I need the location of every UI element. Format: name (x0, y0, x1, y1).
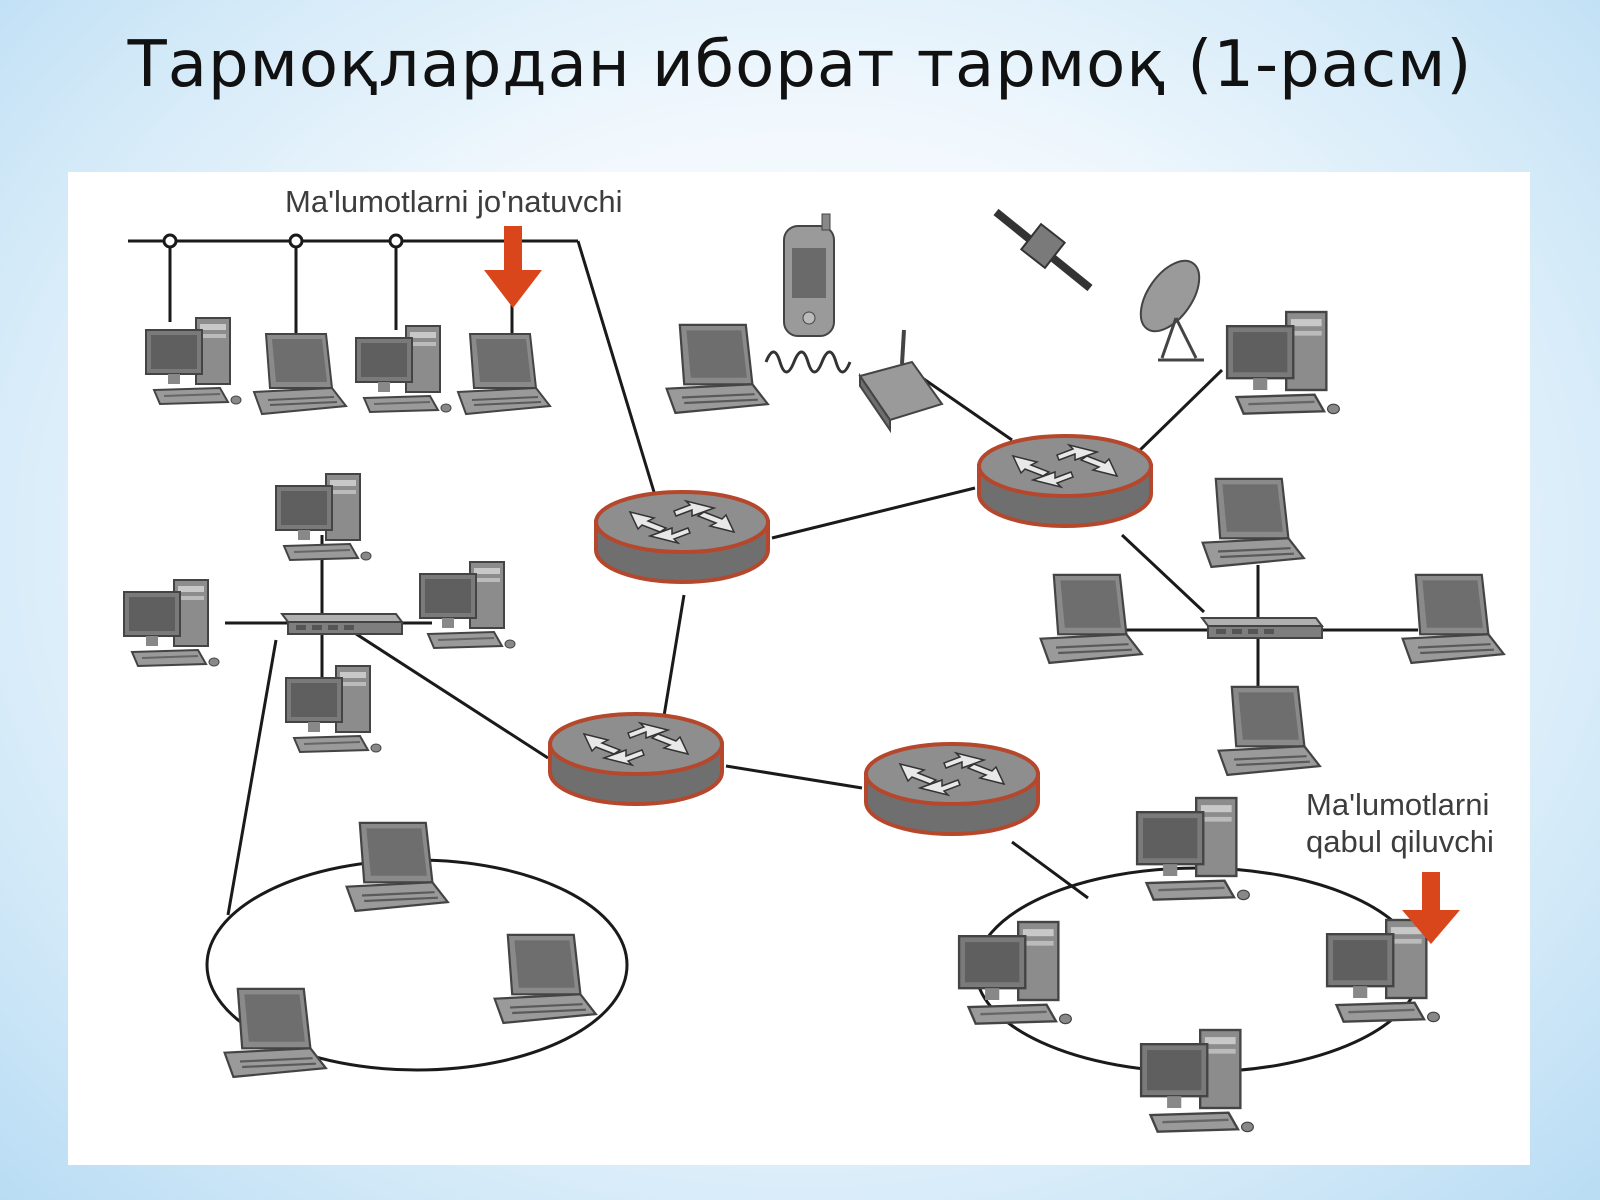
laptop-icon (253, 333, 347, 415)
connection-lines (128, 239, 1418, 916)
router-icon (594, 490, 770, 584)
desktop-icon (1135, 796, 1251, 901)
wireless-signal-icon (764, 350, 852, 374)
router-a-to-router-c (662, 594, 686, 717)
switch-left-to-ring-left (226, 639, 278, 916)
laptop-icon (1201, 477, 1305, 569)
router-a-to-router-b (771, 486, 976, 540)
router-d-to-ring-right (1011, 840, 1089, 900)
laptop-icon (457, 333, 551, 415)
desktop-icon (1225, 310, 1341, 415)
router-c-to-router-d (725, 764, 863, 790)
desktop-icon (123, 579, 220, 667)
desktop-icon (419, 561, 516, 649)
mobile-phone-icon (783, 213, 835, 337)
arrow-down-icon (1402, 872, 1460, 944)
router-icon (977, 434, 1153, 528)
slide-title: Тармоқлардан иборат тармоқ (1-расм) (127, 28, 1473, 102)
switch-icon (281, 613, 403, 635)
desktop-icon (957, 920, 1073, 1025)
desktop-icon (355, 325, 452, 413)
sender-label: Ma'lumotlarni jo'natuvchi (285, 184, 623, 219)
switch-icon (1201, 617, 1323, 639)
router-icon (548, 712, 724, 806)
laptop-icon (493, 933, 597, 1025)
arrow-down-icon (484, 226, 542, 308)
receiver-label-line2: qabul qiluvchi (1306, 824, 1494, 859)
laptop-icon (223, 987, 327, 1079)
router-icon (864, 742, 1040, 836)
bus-to-router-a (576, 240, 656, 493)
laptop-icon (1217, 685, 1321, 777)
satellite-icon (993, 208, 1093, 292)
desktop-icon (285, 665, 382, 753)
satellite-dish-icon (1139, 259, 1204, 362)
laptop-icon (665, 323, 769, 415)
desktop-icon (1325, 918, 1441, 1023)
receiver-label-line1: Ma'lumotlarni (1306, 787, 1489, 822)
desktop-icon (145, 317, 242, 405)
router-b-to-switch-right (1120, 533, 1206, 614)
desktop-icon (1139, 1028, 1255, 1133)
laptop-icon (345, 821, 449, 913)
wireless-access-point-icon (858, 329, 944, 434)
laptop-icon (1039, 573, 1143, 665)
laptop-icon (1401, 573, 1505, 665)
desktop-icon (275, 473, 372, 561)
switch-left-to-router-c (349, 628, 549, 760)
